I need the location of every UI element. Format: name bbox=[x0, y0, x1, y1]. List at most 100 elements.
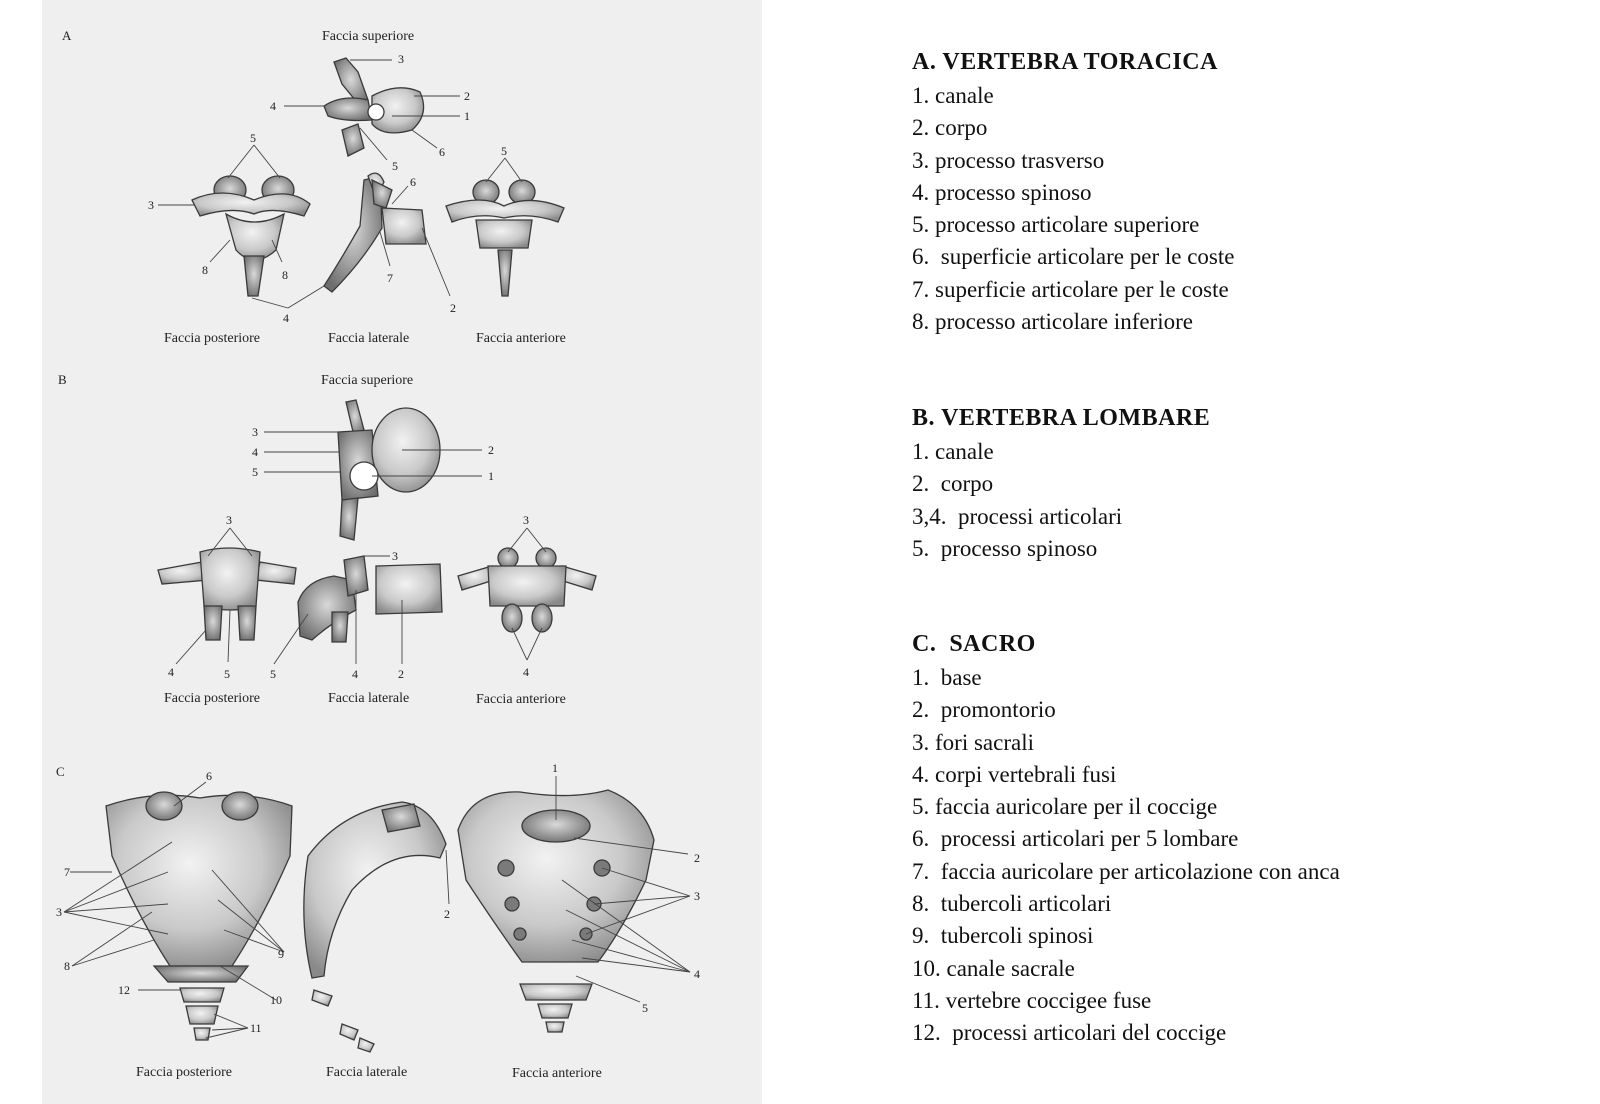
label-c-post-11: 11 bbox=[250, 1021, 262, 1035]
legend-item: 2. corpo bbox=[912, 468, 1210, 500]
legend-section-lumbar: B. VERTEBRA LOMBARE 1. canale 2. corpo 3… bbox=[912, 402, 1210, 565]
anatomy-illustration-plate: A Faccia superiore 3 4 2 1 5 6 bbox=[42, 0, 762, 1104]
label-a-post-5: 5 bbox=[250, 131, 256, 145]
legend-panel: A. VERTEBRA TORACICA 1. canale 2. corpo … bbox=[912, 0, 1572, 1104]
section-letter-a: A bbox=[62, 28, 72, 43]
lumbar-superior-view bbox=[338, 400, 440, 540]
view-label-superior-b: Faccia superiore bbox=[321, 373, 413, 388]
view-label-anterior-b: Faccia anteriore bbox=[476, 692, 566, 707]
label-a-sup-4: 4 bbox=[270, 99, 276, 113]
view-label-posterior-c: Faccia posteriore bbox=[136, 1065, 232, 1080]
legend-item: 4. corpi vertebrali fusi bbox=[912, 759, 1340, 791]
view-label-posterior-a: Faccia posteriore bbox=[164, 331, 260, 346]
legend-item: 9. tubercoli spinosi bbox=[912, 920, 1340, 952]
sacrum-lateral-leaders bbox=[446, 850, 449, 904]
view-label-posterior-b: Faccia posteriore bbox=[164, 691, 260, 706]
legend-item: 8. tubercoli articolari bbox=[912, 888, 1340, 920]
thoracic-superior-view bbox=[324, 58, 424, 156]
legend-item: 8. processo articolare inferiore bbox=[912, 306, 1234, 338]
label-b-sup-1: 1 bbox=[488, 469, 494, 483]
lumbar-anterior-view bbox=[458, 548, 596, 632]
label-a-post-4: 4 bbox=[283, 311, 289, 325]
view-label-anterior-c: Faccia anteriore bbox=[512, 1066, 602, 1081]
section-c-sacrum: C 6 7 bbox=[56, 761, 700, 1081]
legend-section-sacrum: C. SACRO 1. base 2. promontorio 3. fori … bbox=[912, 628, 1340, 1050]
legend-item: 5. faccia auricolare per il coccige bbox=[912, 791, 1340, 823]
legend-item: 5. processo articolare superiore bbox=[912, 209, 1234, 241]
label-b-lat-2: 2 bbox=[398, 667, 404, 681]
label-b-ant-4: 4 bbox=[523, 665, 529, 679]
label-b-sup-2: 2 bbox=[488, 443, 494, 457]
legend-title-thoracic: A. VERTEBRA TORACICA bbox=[912, 46, 1234, 80]
label-c-ant-5: 5 bbox=[642, 1001, 648, 1015]
view-label-lateral-c: Faccia laterale bbox=[326, 1065, 407, 1080]
label-c-post-10: 10 bbox=[270, 993, 282, 1007]
label-b-post-5: 5 bbox=[224, 667, 230, 681]
legend-title-lumbar: B. VERTEBRA LOMBARE bbox=[912, 402, 1210, 436]
label-b-post-4: 4 bbox=[168, 665, 174, 679]
legend-item: 1. canale bbox=[912, 436, 1210, 468]
legend-item: 3,4. processi articolari bbox=[912, 501, 1210, 533]
label-a-sup-6: 6 bbox=[439, 145, 445, 159]
legend-item: 10. canale sacrale bbox=[912, 953, 1340, 985]
label-a-ant-5: 5 bbox=[501, 144, 507, 158]
label-c-post-12: 12 bbox=[118, 983, 130, 997]
label-b-lat-4: 4 bbox=[352, 667, 358, 681]
view-label-anterior-a: Faccia anteriore bbox=[476, 331, 566, 346]
label-a-sup-3: 3 bbox=[398, 52, 404, 66]
vertebrae-drawing: A Faccia superiore 3 4 2 1 5 6 bbox=[42, 0, 762, 1104]
label-c-ant-4: 4 bbox=[694, 967, 700, 981]
legend-item: 3. processo trasverso bbox=[912, 145, 1234, 177]
label-a-lat-2: 2 bbox=[450, 301, 456, 315]
label-b-lat-5: 5 bbox=[270, 667, 276, 681]
label-c-post-9: 9 bbox=[278, 947, 284, 961]
sacrum-posterior-view bbox=[106, 792, 292, 1040]
legend-title-sacrum: C. SACRO bbox=[912, 628, 1340, 662]
view-label-superior-a: Faccia superiore bbox=[322, 29, 414, 44]
label-c-ant-2: 2 bbox=[694, 851, 700, 865]
section-a-thoracic: A Faccia superiore 3 4 2 1 5 6 bbox=[62, 28, 566, 346]
label-c-post-3: 3 bbox=[56, 905, 62, 919]
sacrum-lateral-view bbox=[304, 802, 446, 1052]
legend-item: 2. promontorio bbox=[912, 694, 1340, 726]
legend-item: 11. vertebre coccigee fuse bbox=[912, 985, 1340, 1017]
legend-item: 6. processi articolari per 5 lombare bbox=[912, 823, 1340, 855]
thoracic-posterior-view bbox=[192, 176, 310, 296]
legend-item: 1. base bbox=[912, 662, 1340, 694]
label-a-sup-5: 5 bbox=[392, 159, 398, 173]
label-a-lat-6: 6 bbox=[410, 175, 416, 189]
label-a-post-8b: 8 bbox=[282, 268, 288, 282]
section-letter-b: B bbox=[58, 372, 67, 387]
label-c-post-8: 8 bbox=[64, 959, 70, 973]
legend-item: 1. canale bbox=[912, 80, 1234, 112]
legend-item: 7. superficie articolare per le coste bbox=[912, 274, 1234, 306]
lumbar-lateral-view bbox=[298, 556, 442, 642]
legend-item: 12. processi articolari del coccige bbox=[912, 1017, 1340, 1049]
legend-item: 7. faccia auricolare per articolazione c… bbox=[912, 856, 1340, 888]
label-b-post-3: 3 bbox=[226, 513, 232, 527]
legend-item: 4. processo spinoso bbox=[912, 177, 1234, 209]
legend-item: 2. corpo bbox=[912, 112, 1234, 144]
label-a-post-3: 3 bbox=[148, 198, 154, 212]
view-label-lateral-a: Faccia laterale bbox=[328, 331, 409, 346]
view-label-lateral-b: Faccia laterale bbox=[328, 691, 409, 706]
label-c-ant-3: 3 bbox=[694, 889, 700, 903]
section-b-lumbar: B Faccia superiore 3 4 5 2 1 bbox=[58, 372, 596, 707]
thoracic-anterior-view bbox=[446, 180, 564, 296]
legend-item: 5. processo spinoso bbox=[912, 533, 1210, 565]
label-c-post-6: 6 bbox=[206, 769, 212, 783]
section-letter-c: C bbox=[56, 764, 65, 779]
label-b-sup-4: 4 bbox=[252, 445, 258, 459]
label-b-sup-5: 5 bbox=[252, 465, 258, 479]
lumbar-posterior-view bbox=[158, 548, 296, 640]
label-b-ant-3: 3 bbox=[523, 513, 529, 527]
legend-item: 3. fori sacrali bbox=[912, 727, 1340, 759]
legend-section-thoracic: A. VERTEBRA TORACICA 1. canale 2. corpo … bbox=[912, 46, 1234, 338]
label-c-lat-2: 2 bbox=[444, 907, 450, 921]
thoracic-anterior-leaders bbox=[486, 158, 522, 182]
label-a-lat-7: 7 bbox=[387, 271, 393, 285]
label-c-ant-1: 1 bbox=[552, 761, 558, 775]
label-a-post-8a: 8 bbox=[202, 263, 208, 277]
thoracic-lateral-view bbox=[324, 173, 426, 292]
label-a-sup-1: 1 bbox=[464, 109, 470, 123]
